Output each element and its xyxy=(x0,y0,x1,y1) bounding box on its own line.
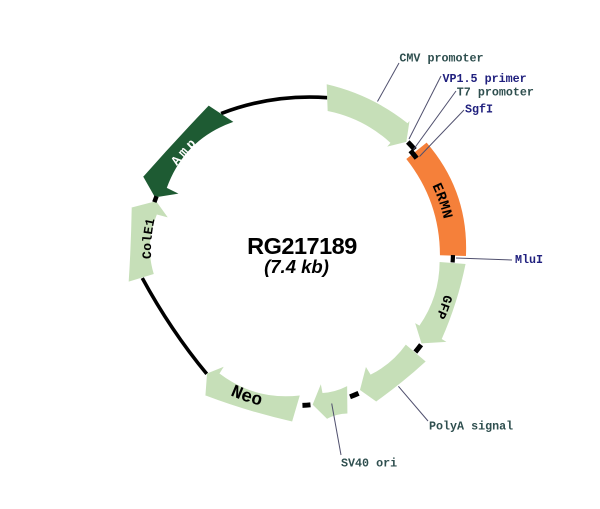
svg-text:ColE1: ColE1 xyxy=(140,217,159,259)
svg-text:PolyA signal: PolyA signal xyxy=(429,420,513,434)
svg-text:(7.4 kb): (7.4 kb) xyxy=(264,256,329,277)
svg-text:VP1.5 primer: VP1.5 primer xyxy=(443,72,527,86)
svg-text:MluI: MluI xyxy=(515,253,543,267)
svg-text:SgfI: SgfI xyxy=(465,103,493,117)
svg-text:RG217189: RG217189 xyxy=(247,233,357,259)
svg-text:T7 promoter: T7 promoter xyxy=(457,85,534,99)
svg-text:SV40 ori: SV40 ori xyxy=(341,457,397,471)
svg-text:CMV promoter: CMV promoter xyxy=(399,52,483,66)
